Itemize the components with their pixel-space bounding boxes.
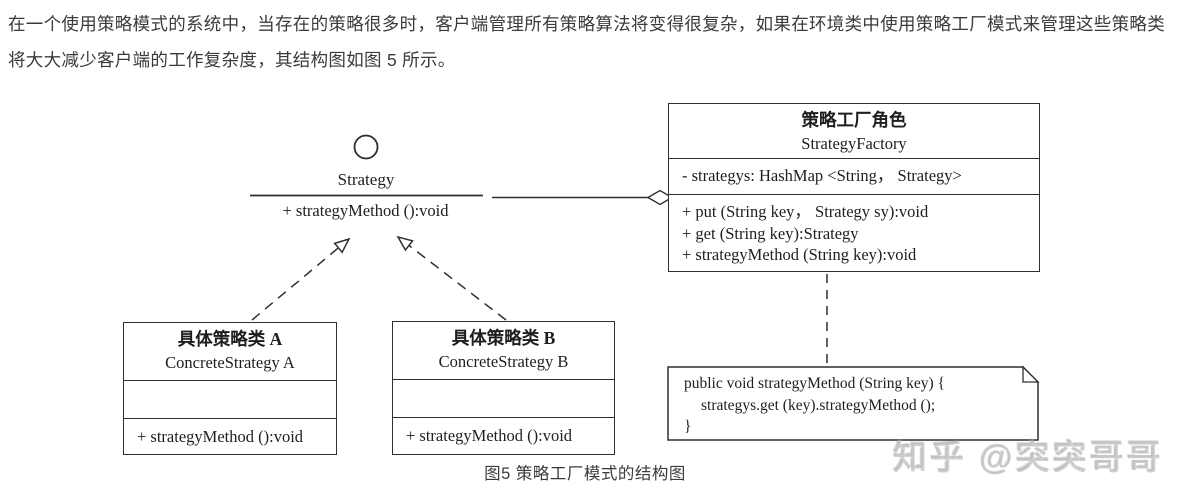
class-header: 具体策略类 A ConcreteStrategy A bbox=[124, 323, 336, 380]
intro-paragraph-line-2: 将大大减少客户端的工作复杂度，其结构图如图 5 所示。 bbox=[8, 50, 456, 70]
class-title-en: ConcreteStrategy B bbox=[438, 352, 569, 371]
class-attributes: - strategys: HashMap <String， Strategy> bbox=[669, 158, 1039, 194]
attribute-strategys: - strategys: HashMap <String， Strategy> bbox=[682, 166, 962, 185]
class-methods: + strategyMethod ():void bbox=[393, 417, 614, 453]
realization-arrow-a bbox=[251, 239, 349, 321]
class-title-cn: 具体策略类 A bbox=[177, 329, 283, 349]
class-attributes-empty bbox=[393, 379, 614, 417]
method-strategy-method: + strategyMethod ():void bbox=[137, 427, 304, 446]
class-attributes-empty bbox=[124, 380, 336, 418]
interface-lollipop-circle bbox=[353, 134, 379, 160]
note-shape bbox=[667, 366, 1039, 441]
intro-paragraph-line-1: 在一个使用策略模式的系统中，当存在的策略很多时，客户端管理所有策略算法将变得很复… bbox=[8, 14, 1165, 34]
method-strategy-method: + strategyMethod ():void bbox=[406, 426, 573, 445]
class-header: 策略工厂角色 StrategyFactory bbox=[669, 104, 1039, 158]
zhihu-watermark: 知乎 @突突哥哥 bbox=[893, 439, 1164, 477]
concrete-strategy-b-class-box: 具体策略类 B ConcreteStrategy B + strategyMet… bbox=[392, 321, 615, 455]
concrete-strategy-a-class-box: 具体策略类 A ConcreteStrategy A + strategyMet… bbox=[123, 322, 337, 455]
strategy-interface-method: + strategyMethod ():void bbox=[282, 201, 449, 220]
code-line-3: } bbox=[684, 418, 692, 435]
figure-caption: 图5 策略工厂模式的结构图 bbox=[484, 465, 686, 483]
code-line-1: public void strategyMethod (String key) … bbox=[684, 375, 945, 392]
realization-arrow-b bbox=[398, 237, 507, 321]
class-methods: + put (String key， Strategy sy):void + g… bbox=[669, 194, 1039, 269]
strategy-interface-name: Strategy bbox=[337, 170, 395, 189]
code-note: public void strategyMethod (String key) … bbox=[684, 373, 1029, 438]
note-fold-corner-icon bbox=[1022, 365, 1040, 383]
class-title-cn: 具体策略类 B bbox=[451, 328, 556, 348]
class-header: 具体策略类 B ConcreteStrategy B bbox=[393, 322, 614, 379]
class-methods: + strategyMethod ():void bbox=[124, 418, 336, 454]
class-title-cn: 策略工厂角色 bbox=[801, 110, 907, 130]
code-line-2: strategys.get (key).strategyMethod (); bbox=[701, 396, 936, 414]
strategy-factory-class-box: 策略工厂角色 StrategyFactory - strategys: Hash… bbox=[668, 103, 1040, 272]
class-title-en: StrategyFactory bbox=[801, 134, 907, 153]
class-title-en: ConcreteStrategy A bbox=[165, 353, 295, 372]
method-strategy-method: + strategyMethod (String key):void bbox=[682, 245, 917, 264]
method-get: + get (String key):Strategy bbox=[682, 223, 859, 243]
method-put: + put (String key， Strategy sy):void bbox=[682, 202, 929, 221]
